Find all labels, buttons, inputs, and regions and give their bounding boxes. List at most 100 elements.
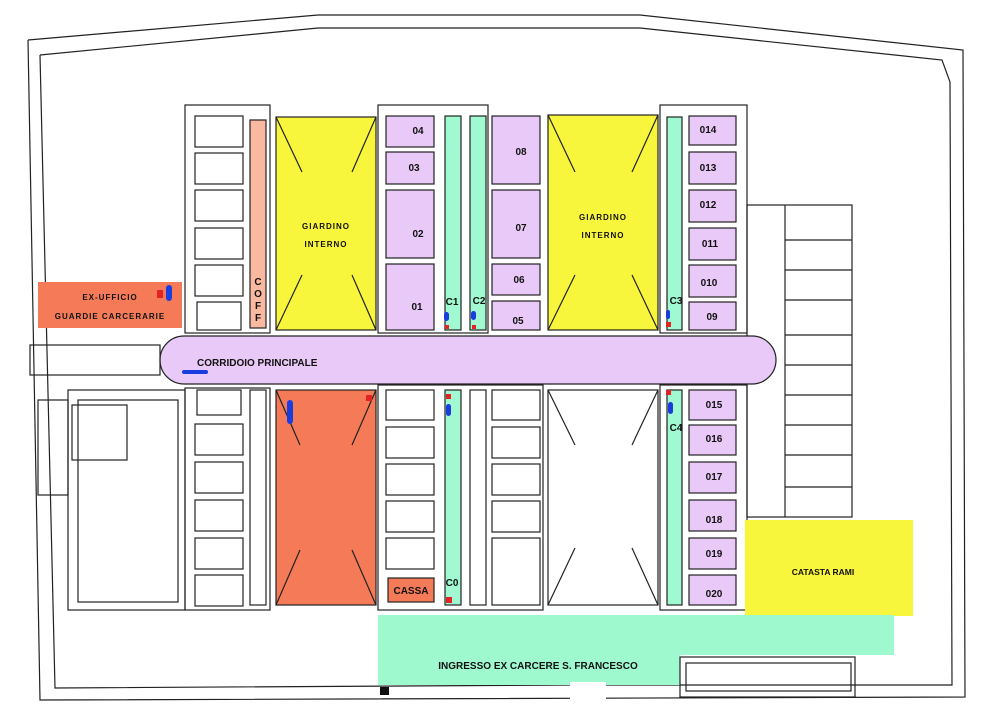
- cassa-label: CASSA: [393, 586, 428, 597]
- stair-label: C4: [670, 423, 683, 434]
- hydrant-icon: [471, 311, 476, 320]
- stair-c4[interactable]: C4: [666, 389, 683, 606]
- room-013[interactable]: 013: [688, 151, 737, 185]
- room-06[interactable]: 06: [491, 263, 541, 296]
- hydrant-icon: [166, 285, 172, 301]
- extinguisher-icon: [446, 394, 451, 399]
- room-09[interactable]: 09: [688, 301, 737, 331]
- room-label: 06: [513, 275, 525, 286]
- room-label: 010: [701, 278, 718, 289]
- extinguisher-icon: [666, 390, 671, 395]
- room-03[interactable]: 03: [385, 151, 435, 185]
- extinguisher-icon: [445, 325, 449, 329]
- stair-c1[interactable]: C1: [444, 115, 462, 331]
- marker-icon: [380, 687, 389, 695]
- rooms-block-05-08: 08 07 06 05: [491, 115, 541, 331]
- stair-label: C0: [446, 578, 459, 589]
- room-015[interactable]: 015: [688, 389, 737, 421]
- giardino-label: INTERNO: [305, 240, 348, 249]
- room-label: 01: [411, 302, 423, 313]
- orange-hall[interactable]: [275, 389, 377, 606]
- extinguisher-icon: [366, 395, 372, 401]
- site-boundary: [27, 14, 966, 701]
- room-label: 04: [412, 126, 424, 137]
- right-annex: [746, 204, 853, 518]
- room-04[interactable]: 04: [385, 115, 435, 148]
- room-018[interactable]: 018: [688, 499, 737, 532]
- rooms-block-01-04: 04 03 02 01 C1 C2: [377, 104, 489, 334]
- room-label: 08: [515, 147, 527, 158]
- catasta-rami[interactable]: CATASTA RAMI: [745, 520, 913, 616]
- ingresso[interactable]: INGRESSO EX CARCERE S. FRANCESCO: [378, 615, 894, 700]
- coff-letter: O: [254, 289, 262, 300]
- room-label: 017: [706, 472, 723, 483]
- coff-letter: F: [255, 313, 261, 324]
- hydrant-icon: [446, 404, 451, 416]
- room-label: 020: [706, 589, 723, 600]
- stairs-icon: [196, 389, 242, 416]
- giardino-label: GIARDINO: [579, 213, 627, 222]
- room-label: 014: [700, 125, 717, 136]
- rooms-block-09-014: C3 014 013 012 011 010 09: [659, 104, 748, 334]
- room-07[interactable]: 07: [491, 189, 541, 259]
- cassa[interactable]: CASSA: [387, 577, 435, 603]
- catasta-label: CATASTA RAMI: [792, 567, 854, 577]
- extinguisher-icon: [666, 322, 671, 327]
- room-05[interactable]: 05: [491, 300, 541, 331]
- extinguisher-icon: [157, 290, 163, 298]
- room-label: 013: [700, 163, 717, 174]
- room-label: 05: [512, 316, 524, 327]
- stair-c0[interactable]: C0: [444, 389, 462, 606]
- coff-letter: F: [255, 301, 261, 312]
- rooms-block-015-020: C4 015 016 017 018 019 020: [659, 384, 748, 611]
- middle-lower-block: CASSA C0: [377, 384, 544, 648]
- room-017[interactable]: 017: [688, 461, 737, 494]
- hydrant-icon: [444, 312, 449, 321]
- room-label: 02: [412, 229, 424, 240]
- stair-label: C2: [473, 296, 486, 307]
- room-02[interactable]: 02: [385, 189, 435, 259]
- hydrant-icon: [182, 370, 208, 374]
- room-label: 018: [706, 515, 723, 526]
- room-label: 03: [408, 163, 420, 174]
- room-010[interactable]: 010: [688, 264, 737, 298]
- hydrant-icon: [668, 402, 673, 414]
- giardino-label: GIARDINO: [302, 222, 350, 231]
- left-wing-lower: [184, 387, 271, 611]
- stairs-icon: [196, 301, 242, 331]
- room-011[interactable]: 011: [688, 227, 737, 261]
- corridor-label: CORRIDOIO PRINCIPALE: [197, 358, 318, 369]
- extinguisher-icon: [472, 325, 476, 329]
- room-label: 016: [706, 434, 723, 445]
- stair-c2[interactable]: C2: [469, 115, 487, 331]
- room-01[interactable]: 01: [385, 263, 435, 331]
- room-label: 011: [702, 239, 719, 250]
- room-019[interactable]: 019: [688, 537, 737, 570]
- left-wing-upper: [184, 104, 271, 334]
- coff-letter: C: [254, 277, 261, 288]
- room-08[interactable]: 08: [491, 115, 541, 185]
- room-label: 09: [706, 312, 718, 323]
- stair-label: C3: [670, 296, 683, 307]
- ex-ufficio-label-1: EX-UFFICIO: [82, 293, 137, 302]
- giardino-interno-right[interactable]: GIARDINO INTERNO: [547, 114, 659, 331]
- room-014[interactable]: 014: [688, 115, 737, 146]
- giardino-label: INTERNO: [582, 231, 625, 240]
- giardino-interno-left[interactable]: GIARDINO INTERNO: [275, 116, 377, 331]
- stair-c3[interactable]: C3: [666, 116, 683, 331]
- lower-courtyard: [547, 389, 659, 606]
- room-020[interactable]: 020: [688, 574, 737, 606]
- hydrant-icon: [666, 310, 670, 319]
- stair-label: C1: [446, 297, 459, 308]
- room-label: 019: [706, 549, 723, 560]
- room-016[interactable]: 016: [688, 424, 737, 456]
- room-012[interactable]: 012: [688, 189, 737, 223]
- left-lower-structure: [29, 344, 186, 611]
- ex-ufficio-guardie-carcerarie[interactable]: EX-UFFICIO GUARDIE CARCERARIE: [38, 282, 182, 328]
- hydrant-icon: [287, 400, 293, 424]
- corridoio-principale[interactable]: CORRIDOIO PRINCIPALE: [159, 335, 777, 385]
- room-label: 012: [700, 200, 717, 211]
- coff-room[interactable]: C O F F: [249, 119, 267, 329]
- room-label: 015: [706, 400, 723, 411]
